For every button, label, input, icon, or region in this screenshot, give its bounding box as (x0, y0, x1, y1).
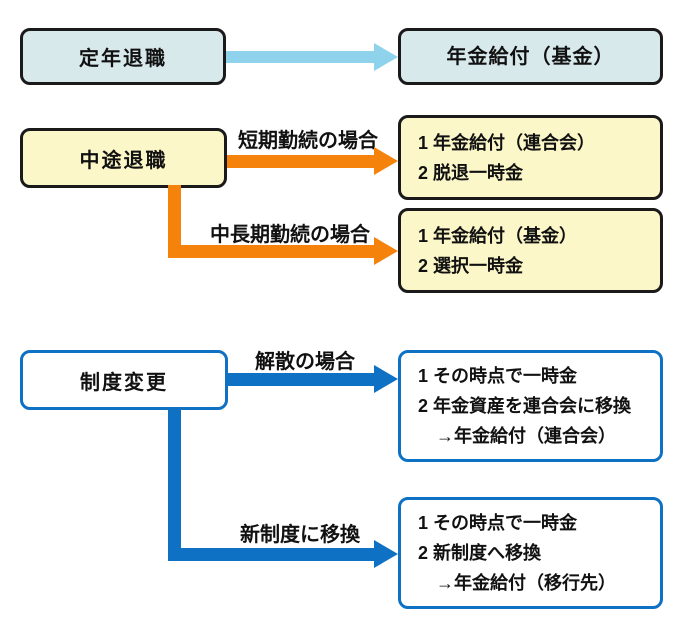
result-line: 2 新制度へ移換 (418, 543, 542, 563)
source-box-system-change: 制度変更 (20, 350, 228, 410)
result-box-dissolution: 1 その時点で一時金 2 年金資産を連合会に移換 →年金給付（連合会） (398, 350, 663, 462)
short-term-arrow-shaft (227, 155, 374, 168)
result-box-pension-fund: 年金給付（基金） (398, 28, 663, 85)
branch-label-new-system: 新制度に移換 (240, 524, 360, 546)
dissolution-arrow-head-icon (374, 365, 398, 393)
result-box-pension-fund-label: 年金給付（基金） (446, 45, 615, 68)
result-line: 1 年金給付（基金） (418, 225, 578, 246)
result-box-short-term: 1 年金給付（連合会） 2 脱退一時金 (398, 115, 663, 200)
retirement-arrow-head-icon (374, 43, 398, 71)
result-box-mid-long-term: 1 年金給付（基金） 2 選択一時金 (398, 208, 663, 293)
branch-label-short-term: 短期勤続の場合 (238, 130, 378, 152)
result-line: 1 年金給付（連合会） (418, 132, 596, 153)
mid-long-term-arrow-head-icon (374, 237, 398, 265)
source-box-midcareer: 中途退職 (20, 128, 227, 188)
retirement-arrow-shaft (226, 51, 374, 63)
result-line: 2 選択一時金 (418, 255, 524, 276)
source-box-midcareer-label: 中途退職 (79, 149, 168, 172)
source-box-system-change-label: 制度変更 (80, 371, 168, 394)
new-system-arrow-vertical (168, 407, 181, 561)
result-box-new-system: 1 その時点で一時金 2 新制度へ移換 →年金給付（移行先） (398, 497, 663, 609)
mid-long-term-arrow-shaft (168, 245, 374, 258)
branch-label-mid-long-term: 中長期勤続の場合 (210, 224, 370, 246)
new-system-arrow-shaft (168, 548, 374, 561)
mid-long-term-arrow-vertical (168, 185, 181, 258)
result-line: 2 年金資産を連合会に移換 (418, 396, 632, 416)
source-box-retirement: 定年退職 (20, 28, 226, 85)
result-line: 1 その時点で一時金 (418, 513, 578, 533)
result-line: 2 脱退一時金 (418, 162, 524, 183)
result-line: →年金給付（連合会） (418, 426, 616, 446)
source-box-retirement-label: 定年退職 (79, 48, 167, 70)
result-line: 1 その時点で一時金 (418, 366, 578, 386)
new-system-arrow-head-icon (374, 540, 398, 568)
result-line: →年金給付（移行先） (418, 573, 616, 593)
branch-label-dissolution: 解散の場合 (255, 351, 355, 373)
short-term-arrow-head-icon (374, 147, 398, 175)
dissolution-arrow-shaft (228, 373, 374, 386)
